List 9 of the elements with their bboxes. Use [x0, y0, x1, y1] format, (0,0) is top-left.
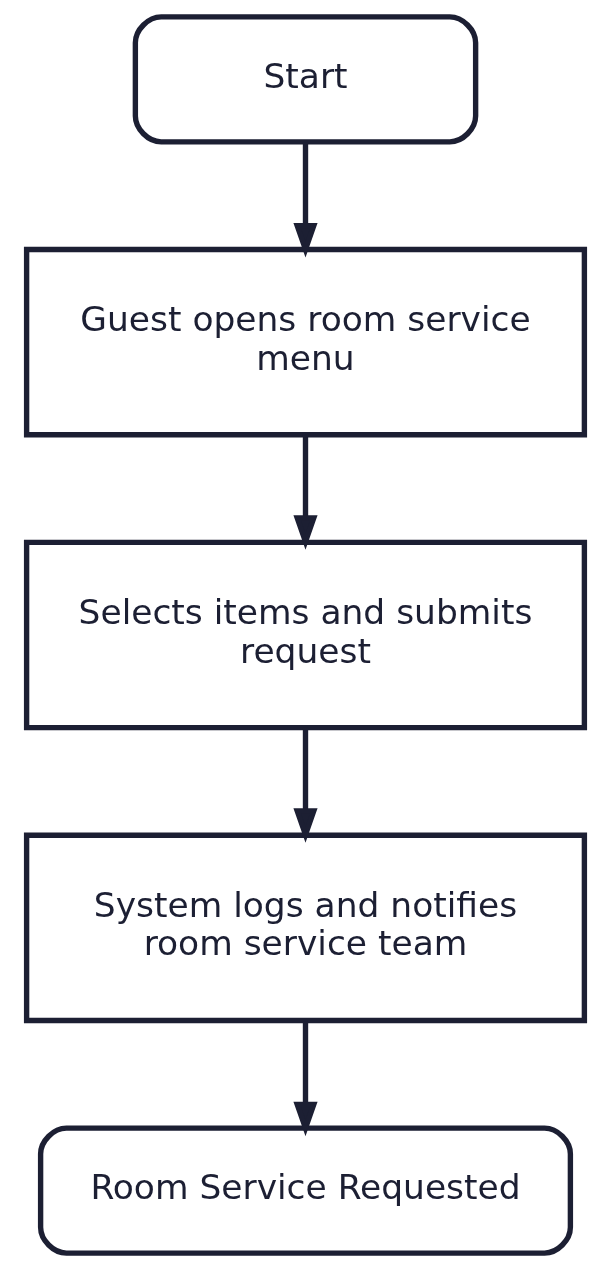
node-box: Guest opens room service menu [23, 246, 588, 438]
arrow [293, 727, 318, 843]
arrow [293, 434, 318, 550]
node-box: Room Service Requested [37, 1125, 574, 1256]
node-box: Selects items and submits request [23, 539, 588, 731]
arrow [293, 1021, 318, 1137]
node-box: System logs and notifies room service team [23, 832, 588, 1024]
arrow [293, 142, 318, 258]
node-box: Start [132, 14, 479, 145]
